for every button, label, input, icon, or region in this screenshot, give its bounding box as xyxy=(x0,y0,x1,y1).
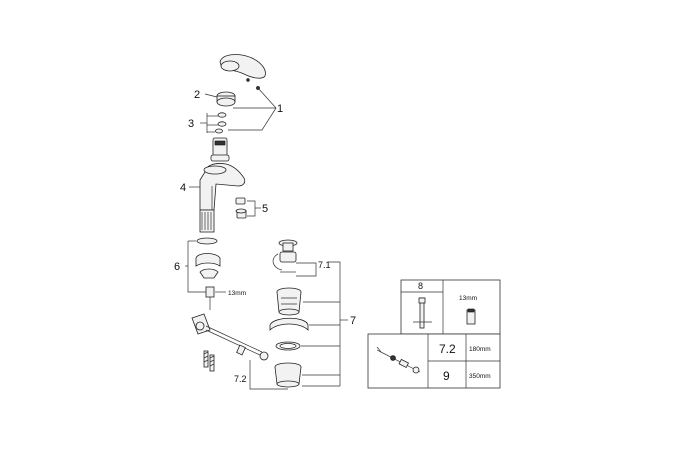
gasket-icon xyxy=(269,317,309,351)
size-label-13mm: 13mm xyxy=(228,290,246,297)
lever-handle-icon xyxy=(219,54,266,90)
item-7-2-label: 7.2 xyxy=(439,342,456,356)
callout-2-leader xyxy=(204,93,218,98)
cap-icon xyxy=(216,91,236,107)
callout-5-leader xyxy=(247,200,261,217)
callout-6-leader xyxy=(185,240,214,293)
callout-71-leader xyxy=(296,262,317,277)
item-8-box xyxy=(400,279,501,335)
hex-socket-icon xyxy=(466,308,476,325)
item-8-label: 8 xyxy=(418,281,423,291)
wrench-icon xyxy=(413,297,432,329)
callout-7-bracket xyxy=(301,261,348,387)
callout-7-1: 7.1 xyxy=(318,260,331,270)
fixing-set-icon xyxy=(195,237,221,279)
callout-7: 7 xyxy=(350,315,356,327)
callout-3: 3 xyxy=(188,118,194,130)
callout-7-2: 7.2 xyxy=(234,374,247,384)
callout-4: 4 xyxy=(180,182,186,194)
item-8-size: 13mm xyxy=(459,295,477,302)
faucet-body-icon xyxy=(199,163,246,233)
waste-body-icon xyxy=(276,287,302,316)
item-9-label: 9 xyxy=(443,369,450,383)
hose-icon xyxy=(376,346,421,374)
aerator-icon xyxy=(235,197,247,219)
callout-1-leader xyxy=(228,87,277,131)
callout-3-leader xyxy=(200,113,218,133)
nut-icon xyxy=(205,286,215,310)
item-7-2-length: 180mm xyxy=(469,346,491,353)
callout-6: 6 xyxy=(174,261,180,273)
callout-5: 5 xyxy=(262,203,268,215)
pull-rod-icon xyxy=(191,313,269,361)
callout-2: 2 xyxy=(194,89,200,101)
cartridge-icon xyxy=(210,137,230,162)
parts-table: 8 13mm 7.2 180mm 9 350mm xyxy=(367,279,501,389)
callout-72-leader xyxy=(249,360,288,390)
item-9-length: 350mm xyxy=(469,373,491,380)
waste-plug-icon xyxy=(272,239,298,273)
callout-1: 1 xyxy=(277,103,283,115)
tailpiece-icon xyxy=(274,362,302,388)
screws-icon xyxy=(203,350,215,372)
o-ring-set-icon xyxy=(215,112,227,134)
